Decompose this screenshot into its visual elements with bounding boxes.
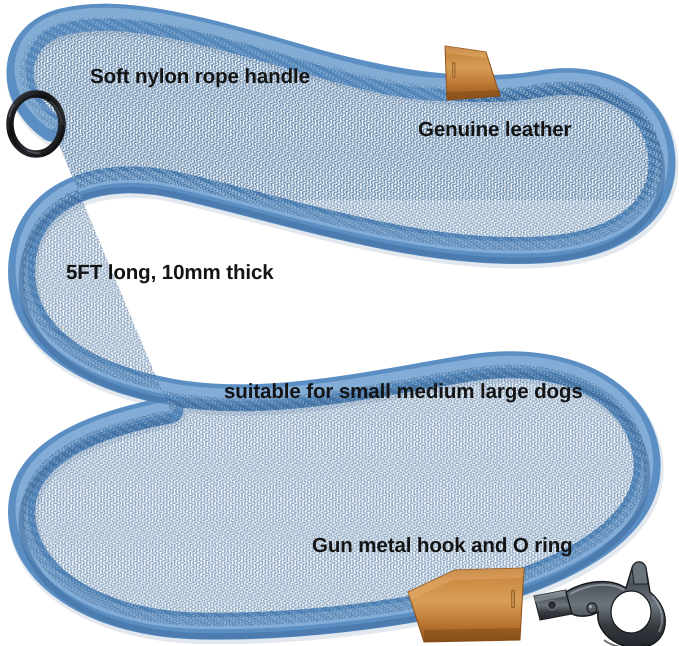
callout-length-thickness: 5FT long, 10mm thick [66, 261, 274, 284]
callout-soft-nylon-rope-handle: Soft nylon rope handle [90, 65, 310, 88]
leather-collar-bottom [407, 567, 525, 643]
handle-loop [6, 3, 663, 200]
callout-suitable-dog-sizes: suitable for small medium large dogs [224, 380, 583, 403]
o-ring [6, 90, 66, 158]
leather-collar-top [444, 45, 501, 101]
callout-gun-metal-hardware: Gun metal hook and O ring [312, 534, 573, 557]
callout-genuine-leather: Genuine leather [418, 118, 572, 141]
snap-hook [533, 561, 666, 646]
